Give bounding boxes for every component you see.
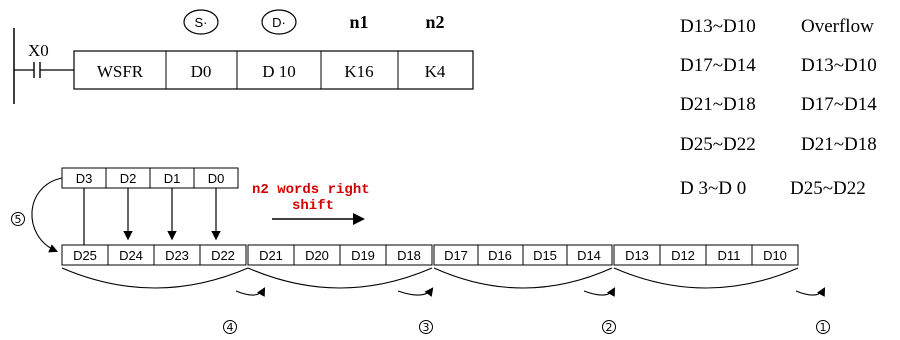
step-marker (816, 320, 830, 334)
list-right: Overflow (801, 16, 874, 37)
operand-head-d: D· (272, 15, 286, 30)
step-number-2: 2 (606, 321, 613, 334)
dest-register: D14 (577, 248, 601, 263)
overflow-arrow (583, 287, 616, 297)
step-marker (11, 212, 25, 226)
operand-n1: K16 (344, 62, 373, 81)
operand-n2: K4 (425, 62, 446, 81)
dest-register: D18 (397, 248, 421, 263)
dest-register: D17 (444, 248, 468, 263)
dest-register: D21 (259, 248, 283, 263)
shift-result-list: D13~D10 Overflow D17~D14 D13~D10 D21~D18… (680, 16, 877, 199)
dest-register: D11 (718, 248, 741, 263)
step-5-curve (31, 177, 63, 253)
source-register: D3 (76, 171, 93, 186)
step-5: 5 (11, 177, 63, 253)
shift-label-line2: shift (292, 198, 334, 214)
dest-register: D20 (305, 248, 329, 263)
dest-register-row: D25 D24 D23 D22 D21 D20 D19 D18 D17 D16 … (61, 244, 799, 266)
operand-head-d-oval (261, 9, 297, 35)
list-right: D21~D18 (801, 134, 877, 155)
operand-head-s: S· (195, 15, 208, 30)
operand-headers: S· D· n1 n2 (183, 9, 445, 35)
dest-register: D24 (119, 248, 143, 263)
instruction-mnemonic: WSFR (97, 62, 144, 81)
operand-head-n2: n2 (425, 12, 444, 32)
list-right: D17~D14 (801, 94, 877, 115)
dest-register: D15 (533, 248, 557, 263)
step-number-5: 5 (15, 213, 22, 226)
dest-register: D23 (165, 248, 189, 263)
list-left: D21~D18 (680, 94, 756, 115)
group-brace (613, 267, 799, 289)
step-markers: 4 3 2 1 (223, 320, 830, 334)
dest-register: D19 (351, 248, 375, 263)
overflow-arrow (795, 287, 826, 297)
ladder-rung: X0 WSFR D0 D 10 K16 K4 S· D· n1 n2 (13, 9, 474, 104)
source-register: D1 (164, 171, 181, 186)
dest-register: D16 (488, 248, 512, 263)
contact-label: X0 (28, 41, 49, 60)
group-brace (247, 267, 433, 289)
source-register: D2 (120, 171, 137, 186)
instruction-block: WSFR D0 D 10 K16 K4 (73, 50, 474, 90)
instruction-box (73, 50, 474, 90)
dest-register: D12 (671, 248, 695, 263)
overflow-arrow (397, 287, 434, 297)
shift-label: n2 words right shift (252, 182, 370, 225)
group-brace (61, 267, 249, 289)
step-marker (223, 320, 237, 334)
operand-head-s-oval (183, 9, 219, 35)
list-right: D13~D10 (801, 55, 877, 76)
operand-head-n1: n1 (349, 12, 368, 32)
source-register: D0 (208, 171, 225, 186)
overflow-arrow (235, 287, 266, 297)
step-marker (419, 320, 433, 334)
list-left: D25~D22 (680, 134, 756, 155)
list-right: D25~D22 (790, 178, 866, 199)
shift-curves (61, 267, 826, 297)
group-brace (433, 267, 613, 289)
step-number-3: 3 (423, 321, 430, 334)
step-number-4: 4 (227, 321, 234, 334)
list-left: D 3~D 0 (680, 178, 746, 199)
step-marker (602, 320, 616, 334)
source-register-row: D3 D2 D1 D0 (61, 167, 239, 189)
list-left: D13~D10 (680, 16, 756, 37)
list-left: D17~D14 (680, 55, 756, 76)
dest-register: D25 (73, 248, 97, 263)
dest-register: D22 (211, 248, 235, 263)
operand-s: D0 (191, 62, 212, 81)
dest-register: D13 (625, 248, 649, 263)
dest-register: D10 (763, 248, 787, 263)
shift-label-line1: n2 words right (252, 182, 370, 198)
step-number-1: 1 (820, 321, 827, 334)
operand-d: D 10 (262, 62, 296, 81)
transfer-arrows (83, 188, 221, 245)
